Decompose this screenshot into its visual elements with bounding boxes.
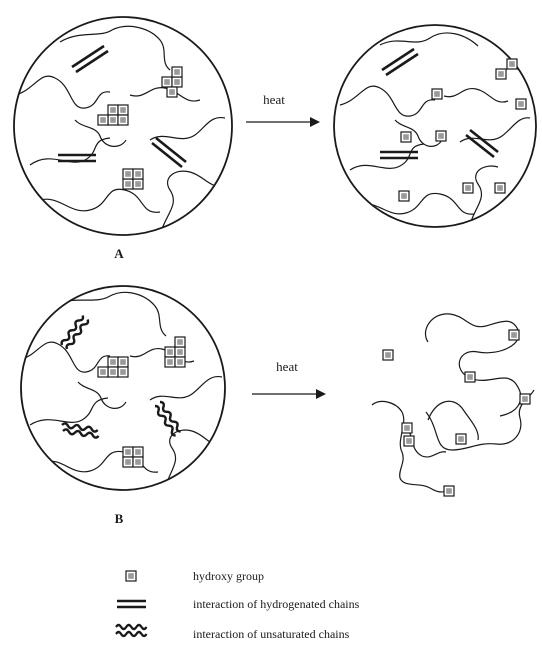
legend-item-hydroxy: hydroxy group <box>126 569 264 583</box>
panel-a-before <box>14 17 232 235</box>
legend-unsaturated-label: interaction of unsaturated chains <box>193 627 350 641</box>
particle-circle <box>14 17 232 235</box>
heat-arrow-b: heat <box>252 359 326 399</box>
heat-arrow-a: heat <box>246 92 320 127</box>
panel-b-before <box>20 286 225 490</box>
legend-hydrogenated-label: interaction of hydrogenated chains <box>193 597 360 611</box>
panel-b-after <box>372 314 534 496</box>
double-wave-icon <box>116 625 147 636</box>
legend-item-hydrogenated: interaction of hydrogenated chains <box>117 597 360 611</box>
particle-circle <box>334 25 536 227</box>
panel-a-after <box>334 25 536 227</box>
legend: hydroxy group interaction of hydrogenate… <box>116 569 360 641</box>
legend-hydroxy-label: hydroxy group <box>193 569 264 583</box>
heat-label-a: heat <box>263 92 285 107</box>
legend-item-unsaturated: interaction of unsaturated chains <box>116 625 350 641</box>
hydroxy-square-icon <box>126 571 136 581</box>
heat-label-b: heat <box>276 359 298 374</box>
hydroxy-groups <box>383 330 530 496</box>
panel-label-a: A <box>114 246 124 261</box>
double-line-icon <box>117 601 146 607</box>
panel-label-b: B <box>115 511 124 526</box>
